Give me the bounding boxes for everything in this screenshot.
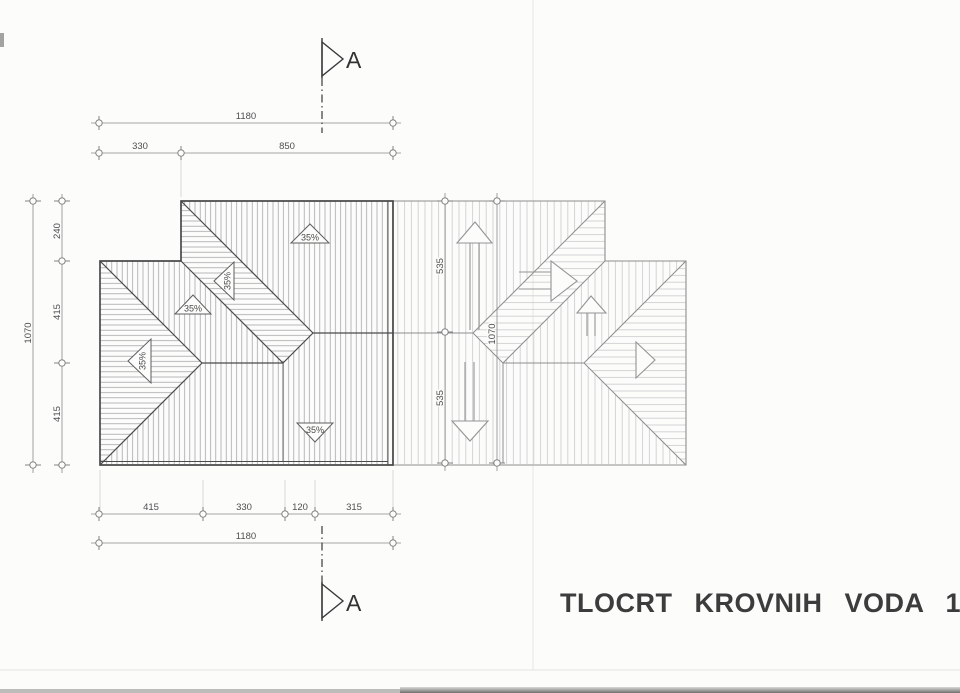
slope-marker-label: 35% [138,352,148,370]
section-label-top: A [346,47,362,73]
dim-label-330-top: 330 [132,141,148,152]
dim-label-1180-top: 1180 [236,111,256,122]
slope-marker-label: 35% [184,304,202,314]
slope-triangle-icon [295,422,335,443]
bottom-dimensions: 415 330 120 315 1180 [91,470,401,550]
section-marker-bottom: A [321,526,362,621]
flow-arrow-down-strip [450,362,490,442]
right-valley-band-hatch [473,201,605,363]
slope-triangle-icon [127,337,152,385]
slope-triangle-icon [173,294,213,315]
dim-label-120-bottom: 120 [292,502,308,513]
section-label-bottom: A [346,590,362,616]
left-hip-south [99,362,203,466]
middle-dimension-lines: 535 535 1070 [434,193,505,471]
left-valley-band-hatch [181,201,313,363]
dim-label-1070-mid: 1070 [487,323,498,344]
left-hip-north [99,260,203,364]
slope-marker-label: 35% [223,272,233,290]
dim-label-330-bottom: 330 [236,502,252,513]
arrow-down-icon [450,420,490,442]
left-band-tip-line [282,332,314,364]
dim-label-535-upper: 535 [435,258,446,274]
slope-marker-label: 35% [306,425,324,435]
dim-label-240-left: 240 [52,223,63,239]
left-house-roof [99,200,394,466]
section-marker-top: A [321,38,362,133]
flow-arrow-up-small [575,295,608,336]
right-house-roof [392,200,687,466]
dim-label-415-left-upper: 415 [52,304,63,320]
arrow-right-icon [635,340,656,380]
dim-label-850-top: 850 [279,141,295,152]
left-valley-line-upper [180,200,314,334]
scanner-band-dark [400,687,960,693]
arrow-up-icon [455,221,494,244]
section-flag-icon [321,582,345,620]
right-hip-triangle-hatch [584,261,686,465]
slope-marker-down-south: 35% [295,422,335,443]
slope-marker-up-north: 35% [289,223,331,244]
right-valley-line-lower [502,260,606,364]
flow-arrow-right-east [635,340,656,380]
dim-label-1070-left: 1070 [23,322,34,343]
arrow-right-icon [550,259,578,303]
right-hip-south [583,362,687,466]
slope-marker-band: 35% [213,260,235,302]
left-north-plane-hatch [181,201,393,333]
dim-label-535-lower: 535 [435,390,446,406]
right-hip-north [583,260,687,364]
top-dimensions: 1180 330 850 [91,111,401,197]
left-dimensions: 1070 240 415 415 [23,194,70,473]
section-flag-icon [321,40,345,78]
slope-marker-left-hip: 35% [127,337,152,385]
dim-label-415-left-lower: 415 [52,406,63,422]
slope-markers: 35% 35% 35% 35% 35% [127,223,335,443]
left-valley-line-lower [180,260,284,364]
arrow-up-icon [575,295,608,314]
flow-arrow-up-strip [455,221,494,330]
flow-arrow-right-band [519,259,578,303]
slope-triangle-icon [289,223,331,244]
right-north-plane-hatch [393,201,605,333]
right-valley-line-upper [472,200,606,334]
slope-marker-label: 35% [301,233,319,243]
dim-label-315-bottom: 315 [346,502,362,513]
dim-label-1180-bottom: 1180 [236,531,256,542]
slope-triangle-icon [213,260,235,302]
slope-marker-up-wing: 35% [173,294,213,315]
dim-label-415-bottom: 415 [143,502,159,513]
drawing-title: TLOCRT KROVNIH VODA 1:100 [560,588,960,618]
right-band-tip-line [472,332,504,364]
flow-arrows [450,221,656,442]
scan-edge-mark [0,33,4,47]
